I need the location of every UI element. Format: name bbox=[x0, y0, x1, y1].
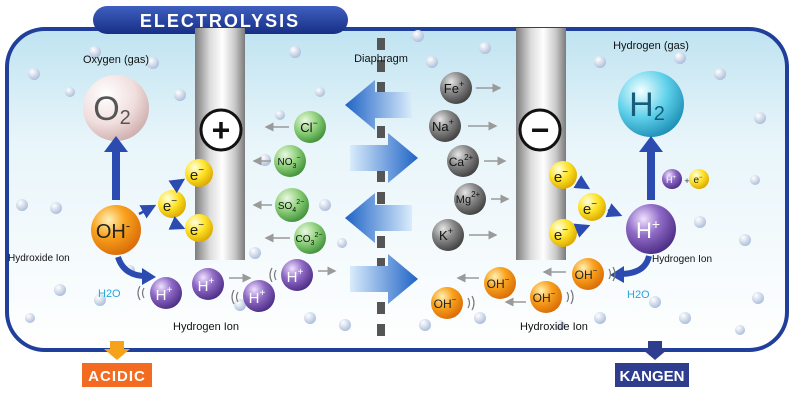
h2o-left-label: H2O bbox=[98, 288, 121, 300]
svg-text:e−: e− bbox=[163, 196, 177, 215]
electron-right-arrows bbox=[573, 175, 623, 238]
h2o-right-label: H2O bbox=[627, 289, 650, 301]
hydrogen-ion-left-arrows bbox=[229, 266, 337, 283]
svg-text:OH−: OH− bbox=[575, 266, 598, 282]
acidic-label: ACIDIC bbox=[88, 368, 146, 385]
cation-fe: Fe+ bbox=[440, 72, 472, 104]
kangen-label: KANGEN bbox=[619, 368, 684, 385]
svg-text:Fe+: Fe+ bbox=[444, 79, 464, 96]
svg-text:OH−: OH− bbox=[487, 275, 510, 291]
electron-right-2: e− bbox=[578, 193, 606, 221]
svg-text:OH−: OH− bbox=[533, 289, 556, 305]
hydrogen-ion-left-2: H+ bbox=[192, 268, 224, 300]
svg-text:e−: e− bbox=[693, 175, 703, 186]
acidic-outlet-arrow bbox=[104, 341, 130, 360]
oxygen-gas-label: Oxygen (gas) bbox=[83, 54, 149, 66]
electron-right-1: e− bbox=[549, 161, 577, 189]
cation-mg: Mg2+ bbox=[454, 183, 486, 215]
svg-text:H2: H2 bbox=[629, 86, 665, 125]
acidic-badge: ACIDIC bbox=[82, 363, 152, 387]
svg-text:H+: H+ bbox=[156, 285, 173, 304]
anion-so4: SO42− bbox=[275, 188, 309, 222]
svg-text:−: − bbox=[531, 112, 550, 148]
hydroxide-ion-right-4: OH− bbox=[431, 287, 463, 319]
hydrogen-ion-right-big: H+ bbox=[626, 204, 676, 254]
svg-text:OH−: OH− bbox=[434, 295, 457, 311]
svg-text:e−: e− bbox=[190, 165, 204, 184]
hydrogen-gas-label: Hydrogen (gas) bbox=[613, 40, 689, 52]
svg-text:e−: e− bbox=[554, 225, 568, 244]
svg-text:Mg2+: Mg2+ bbox=[456, 190, 481, 206]
hydroxide-ion-right-label: Hydroxide Ion bbox=[520, 321, 588, 333]
hydrogen-ion-left-label: Hydrogen Ion bbox=[173, 321, 239, 333]
vibration-marks-left bbox=[137, 267, 277, 305]
cation-na: Na+ bbox=[429, 110, 461, 142]
svg-text:e−: e− bbox=[190, 220, 204, 239]
bubbles bbox=[16, 30, 766, 335]
hydrogen-ion-left-4: H+ bbox=[281, 259, 313, 291]
svg-text:CO32−: CO32− bbox=[296, 232, 323, 247]
svg-text:+: + bbox=[212, 112, 231, 148]
svg-text:e−: e− bbox=[583, 199, 597, 218]
cation-k: K+ bbox=[432, 219, 464, 251]
hydroxide-ion-left-label: Hydroxide Ion bbox=[8, 253, 70, 264]
svg-text:SO42−: SO42− bbox=[278, 199, 304, 214]
electron-right-3: e− bbox=[549, 219, 577, 247]
hydrogen-ion-left-3: H+ bbox=[243, 280, 275, 312]
kangen-outlet-arrow bbox=[642, 341, 668, 360]
cation-ca: Ca2+ bbox=[447, 145, 479, 177]
svg-text:H+: H+ bbox=[249, 288, 266, 307]
diaphragm-label: Diaphragm bbox=[354, 53, 408, 65]
anion-arrows bbox=[252, 122, 290, 243]
svg-text:Na+: Na+ bbox=[432, 117, 454, 134]
svg-text:H+: H+ bbox=[287, 267, 304, 286]
svg-text:H+: H+ bbox=[666, 175, 677, 185]
hydrogen-ion-right-label: Hydrogen Ion bbox=[652, 254, 712, 265]
h-plus-e-group: H+ + e− bbox=[662, 169, 709, 189]
hydroxide-ion-left: OH- bbox=[91, 205, 141, 255]
svg-text:OH-: OH- bbox=[96, 218, 130, 243]
svg-text:Ca2+: Ca2+ bbox=[449, 153, 474, 169]
svg-text:Cl−: Cl− bbox=[300, 118, 318, 135]
hydroxide-ion-right-2: OH− bbox=[530, 281, 562, 313]
electron-left-1: e− bbox=[185, 159, 213, 187]
hydrogen-molecule: H2 bbox=[618, 71, 684, 137]
svg-text:NO3−: NO3− bbox=[278, 155, 301, 170]
anode-plus-icon: + bbox=[199, 108, 243, 152]
migration-arrows bbox=[345, 80, 418, 304]
hydroxide-ion-right-3: OH− bbox=[484, 267, 516, 299]
title-text: ELECTROLYSIS bbox=[140, 11, 300, 31]
hydroxide-ion-right-1: OH− bbox=[572, 258, 604, 290]
oxygen-molecule: O2 bbox=[83, 75, 149, 141]
electron-left-arrows bbox=[138, 178, 186, 230]
vibration-marks-right bbox=[467, 266, 616, 311]
svg-text:+: + bbox=[684, 176, 689, 186]
hydroxide-ion-right-arrows bbox=[456, 267, 566, 307]
anion-co3: CO32− bbox=[294, 222, 326, 254]
anion-no3: NO3− bbox=[274, 145, 306, 177]
anion-cl: Cl− bbox=[294, 111, 326, 143]
hydrogen-ion-left-1: H+ bbox=[150, 277, 182, 309]
svg-text:H+: H+ bbox=[198, 276, 215, 295]
title-badge: ELECTROLYSIS bbox=[93, 6, 348, 34]
svg-text:H+: H+ bbox=[636, 216, 660, 243]
svg-text:O2: O2 bbox=[93, 90, 131, 129]
electron-left-3: e− bbox=[185, 214, 213, 242]
electron-left-2: e− bbox=[158, 190, 186, 218]
cation-arrows bbox=[468, 83, 510, 240]
svg-text:e−: e− bbox=[554, 167, 568, 186]
cathode-minus-icon: − bbox=[518, 108, 562, 152]
kangen-badge: KANGEN bbox=[615, 363, 689, 387]
svg-text:K+: K+ bbox=[439, 226, 453, 243]
